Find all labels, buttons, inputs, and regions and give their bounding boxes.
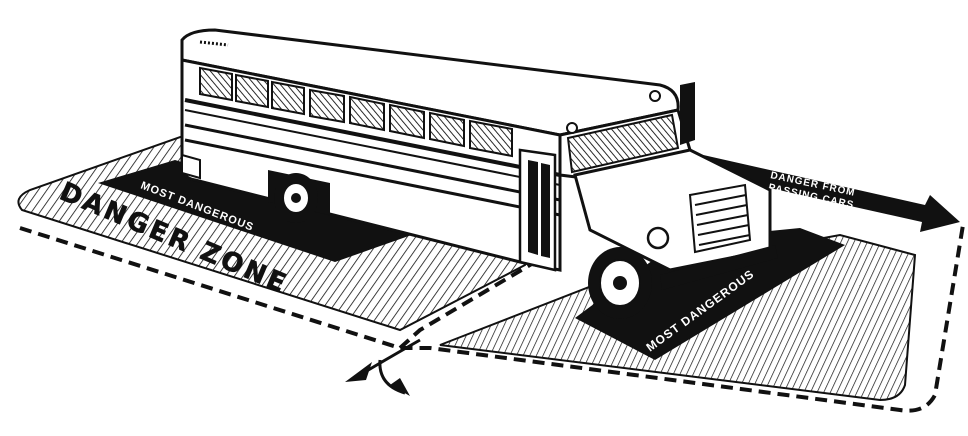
bus-warning-light-left xyxy=(567,123,577,133)
bus-headlight xyxy=(648,228,668,248)
bus-warning-light-right xyxy=(650,91,660,101)
bus-front-wheel xyxy=(588,247,652,319)
bus-stop-arm xyxy=(680,82,695,145)
